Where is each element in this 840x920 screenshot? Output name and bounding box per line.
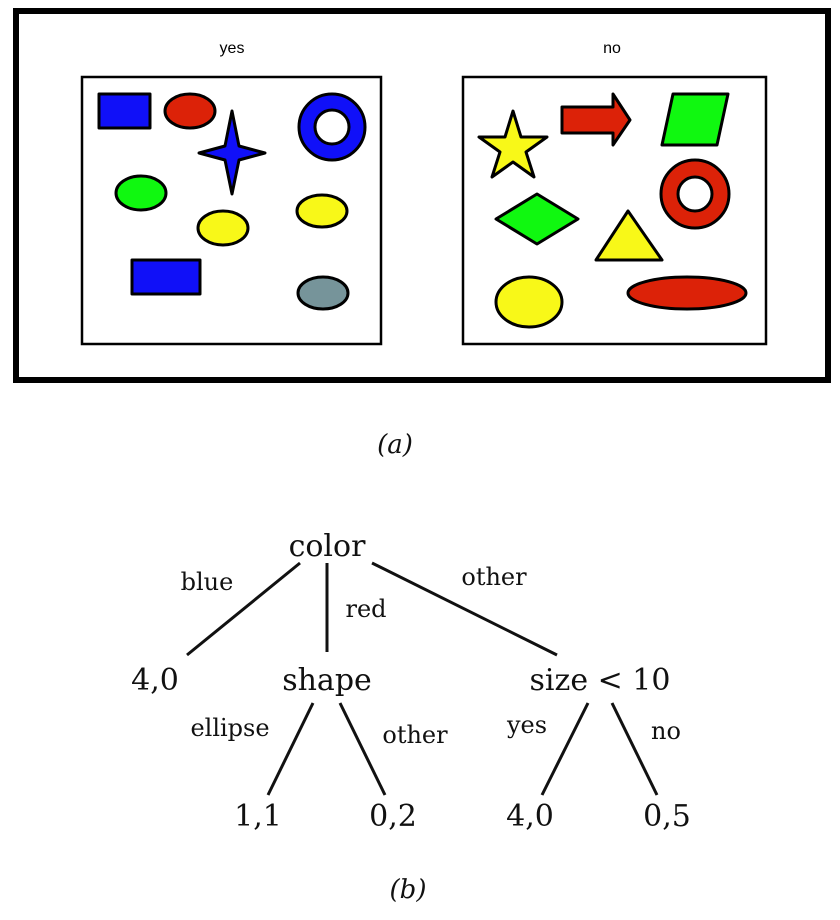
green-diamond [494,192,580,246]
edge-label-shape-other: other [382,721,448,749]
yellow-ellipse [196,209,250,247]
yellow-triangle [594,209,664,262]
edge-shape-other [338,702,387,796]
grey-ellipse [296,275,350,311]
edge-blue [186,561,301,657]
yes-label: yes [220,40,245,57]
caption-b: (b) [390,875,427,905]
blue-rectangle [130,258,202,296]
leaf-blue: 4,0 [131,663,179,698]
blue-four-point-star [197,109,267,196]
no-label: no [603,40,621,57]
edge-label-yes: yes [506,711,547,739]
leaf-ellipse: 1,1 [234,799,282,834]
yellow-star [477,109,549,179]
blue-rectangle [97,92,152,130]
edge-label-other: other [461,563,527,591]
yellow-ellipse [494,275,564,329]
edge-label-no: no [651,717,681,745]
blue-ring [297,92,367,162]
decision-tree: color blue red other 4,0 shape size < 10… [131,529,691,834]
edge-label-ellipse: ellipse [190,714,269,742]
node-size: size < 10 [530,663,671,698]
leaf-size-yes: 4,0 [506,799,554,834]
yes-panel [80,75,383,346]
edge-label-red: red [345,595,386,623]
red-arrow [560,92,632,147]
edge-no [610,702,659,796]
caption-a: (a) [377,430,413,460]
leaf-size-no: 0,5 [643,799,691,834]
root-node-color: color [289,529,367,564]
red-long-ellipse [626,275,748,311]
leaf-shape-other: 0,2 [369,799,417,834]
edge-yes [540,702,590,796]
outer-frame [13,8,831,383]
red-ellipse [163,92,217,130]
green-ellipse [114,174,168,212]
edge-label-blue: blue [181,568,234,596]
edge-other [371,561,558,657]
yellow-ellipse [295,193,349,229]
edge-ellipse [266,702,315,796]
green-parallelogram [660,92,730,147]
no-panel [461,75,768,346]
node-shape: shape [282,663,372,698]
red-ring [659,158,731,230]
